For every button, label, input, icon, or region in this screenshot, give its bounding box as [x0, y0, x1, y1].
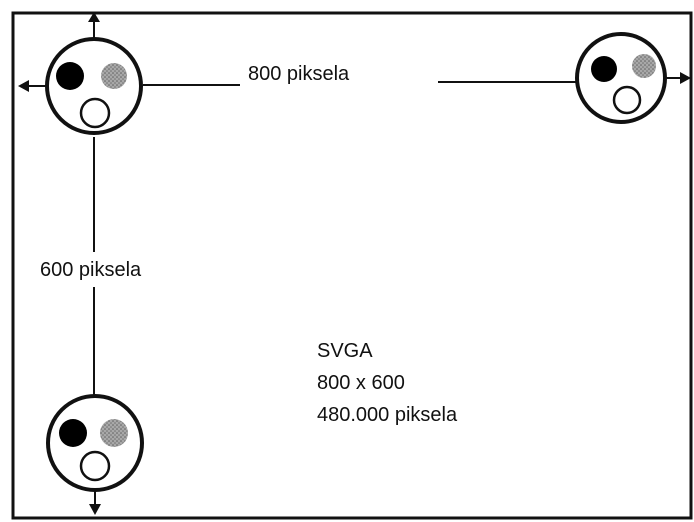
gray-dot — [100, 419, 128, 447]
pixel-count: 480.000 piksela — [317, 404, 458, 426]
width-label: 800 piksela — [244, 64, 354, 84]
mode-name: SVGA — [317, 340, 373, 362]
white-dot — [79, 450, 111, 482]
white-dot — [79, 97, 111, 129]
black-dot — [591, 56, 617, 82]
screen-frame — [11, 11, 693, 520]
black-dot — [56, 62, 84, 90]
black-dot — [59, 419, 87, 447]
bottom-left-arrow — [89, 490, 101, 515]
white-dot — [612, 85, 642, 115]
top-left-arrows — [18, 12, 100, 92]
top-right-arrow — [664, 72, 691, 84]
top-left-pixel — [45, 37, 143, 135]
bottom-left-pixel — [46, 394, 144, 492]
gray-dot — [632, 54, 656, 78]
top-right-pixel — [575, 32, 667, 124]
gray-dot — [101, 63, 127, 89]
height-label: 600 piksela — [37, 258, 145, 282]
mode-resolution: 800 x 600 — [317, 372, 405, 394]
